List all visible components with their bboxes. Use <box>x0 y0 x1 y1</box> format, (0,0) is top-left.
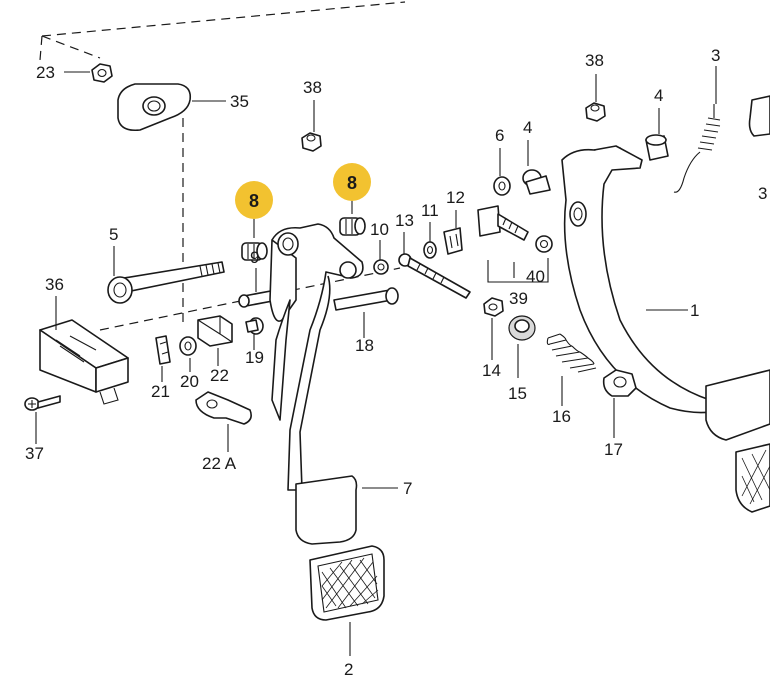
part-6-washer <box>494 177 510 195</box>
callout-16: 16 <box>552 407 571 426</box>
part-36-switch-block <box>40 320 128 404</box>
callout-11: 11 <box>421 201 439 220</box>
part-10-washer <box>374 260 388 274</box>
callout-23: 23 <box>36 63 55 82</box>
callout-40: 40 <box>526 267 545 286</box>
callout-5: 5 <box>109 225 118 244</box>
part-8-bushing-right <box>340 218 365 235</box>
callout-3-top: 3 <box>711 46 720 65</box>
callout-14: 14 <box>482 361 501 380</box>
part-38-nut-right <box>586 103 605 121</box>
part-5-pivot-bolt <box>108 262 224 303</box>
part-4-bushing-right <box>646 135 668 160</box>
part-22a-lever <box>196 392 251 424</box>
part-38-nut-left <box>302 133 321 151</box>
callout-1: 1 <box>690 301 699 320</box>
callout-20: 20 <box>180 372 199 391</box>
part-23-nut <box>92 64 112 82</box>
callout-6: 6 <box>495 126 504 145</box>
callout-13: 13 <box>395 211 414 230</box>
callout-39: 39 <box>509 289 528 308</box>
callout-38-right: 38 <box>585 51 604 70</box>
callout-9: 9 <box>250 248 259 267</box>
callout-15: 15 <box>508 384 527 403</box>
part-17-spring-seat <box>604 370 636 396</box>
callout-19: 19 <box>245 348 264 367</box>
part-11-washer <box>424 242 436 258</box>
part-35-gasket <box>118 84 190 130</box>
part-37-screw <box>25 396 60 410</box>
part-21-clip <box>156 336 170 364</box>
part-2-pedal-pad <box>310 546 384 620</box>
callout-21: 21 <box>151 382 170 401</box>
callout-38-left: 38 <box>303 78 322 97</box>
part-15-bumper <box>509 316 535 340</box>
part-1-brake-pedal <box>562 146 770 512</box>
callout-12: 12 <box>446 188 465 207</box>
part-22-block <box>198 316 232 346</box>
part-16-coil-spring <box>547 334 596 372</box>
part-4-bushing-left <box>523 170 550 194</box>
callout-18: 18 <box>355 336 374 355</box>
callout-22: 22 <box>210 366 229 385</box>
callout-35: 35 <box>230 92 249 111</box>
callout-22a: 22 A <box>202 454 237 473</box>
part-18-bolt <box>334 288 398 310</box>
part-3-bracket <box>750 96 770 136</box>
highlight-markers: 8 8 <box>235 163 371 219</box>
part-7-clutch-pedal <box>270 224 363 544</box>
callout-3-right: 3 <box>758 184 767 203</box>
callout-17: 17 <box>604 440 623 459</box>
callout-37: 37 <box>25 444 44 463</box>
callout-10: 10 <box>370 220 389 239</box>
part-12-clip <box>444 228 462 254</box>
callout-7: 7 <box>403 479 412 498</box>
part-13-threaded-rod <box>399 254 470 298</box>
part-14-nut <box>484 298 503 316</box>
part-19-bolt <box>246 318 263 334</box>
part-20-washer <box>180 337 196 355</box>
callout-8-left: 8 <box>249 191 259 211</box>
part-3-return-spring <box>674 104 720 192</box>
callout-4-right: 4 <box>654 86 663 105</box>
callout-4-left: 4 <box>523 118 532 137</box>
callout-2: 2 <box>344 660 353 679</box>
callout-36: 36 <box>45 275 64 294</box>
callout-8-right: 8 <box>347 173 357 193</box>
